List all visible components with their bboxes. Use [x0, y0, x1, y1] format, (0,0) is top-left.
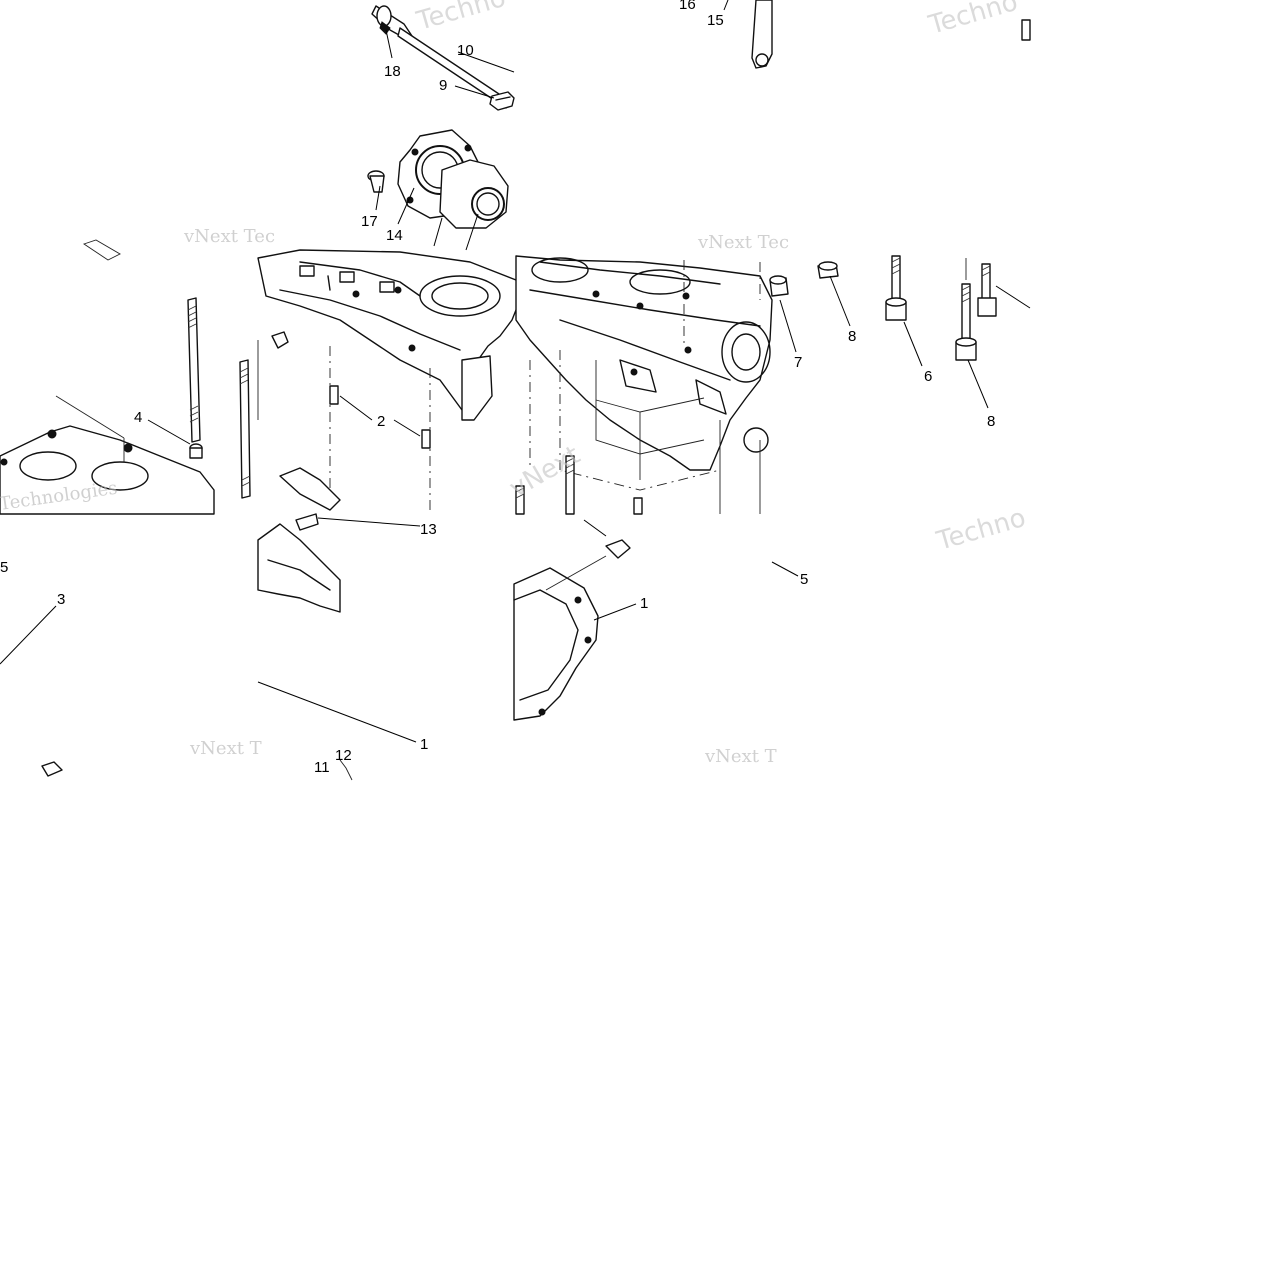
callout-5b: 5	[800, 571, 808, 588]
callout-18: 18	[384, 63, 401, 80]
magneto-housing-1	[513, 555, 607, 721]
watermark-techno-2: Techno	[925, 0, 1021, 41]
bolt-13-left	[271, 331, 289, 349]
callout-8b: 8	[987, 413, 995, 430]
callout-2: 2	[377, 413, 385, 430]
watermark-techno-1: Techno	[413, 0, 509, 37]
upper-crankcase	[257, 249, 521, 421]
callout-6: 6	[924, 368, 932, 385]
callout-1b: 1	[640, 595, 648, 612]
callout-15: 15	[707, 12, 724, 29]
watermark-techno-3: Techno	[933, 503, 1029, 557]
watermark-vnext-2: vNext Tec	[697, 232, 789, 253]
bolt-17	[367, 170, 385, 193]
callout-17: 17	[361, 213, 378, 230]
callout-3: 3	[57, 591, 65, 608]
dowel-pin-2b	[421, 429, 431, 449]
lower-crankcase	[257, 467, 341, 613]
assembly-projection-lines	[257, 260, 761, 514]
small-crankcase-left	[0, 395, 215, 515]
part-fragment-bottom-left	[41, 761, 63, 777]
callout-11: 11	[314, 759, 330, 776]
callout-13: 13	[420, 521, 437, 538]
leader-lines	[0, 0, 1031, 743]
callout-9: 9	[439, 77, 447, 94]
nut-8-top	[817, 261, 839, 279]
part-15-fragment	[751, 0, 773, 69]
watermark-vnext-4: vNext T	[704, 746, 777, 767]
callout-1a: 1	[420, 736, 428, 753]
callout-7: 7	[794, 354, 802, 371]
callout-14: 14	[386, 227, 403, 244]
fitting-18	[371, 5, 509, 109]
callout-numbers: 1 1 2 3 4 5 5 6 7 8 8 9 10 11 12 13 14 1…	[0, 0, 995, 776]
long-stud-left	[187, 297, 203, 459]
callout-8a: 8	[848, 328, 856, 345]
callout-5a: 5	[0, 559, 8, 576]
watermark-vnext-1: vNext Tec	[183, 226, 275, 247]
dowel-pin-2a	[329, 385, 339, 405]
upper-crankcase-right	[515, 255, 773, 471]
stud-right	[965, 258, 997, 317]
studs-center-lower	[515, 455, 643, 515]
watermark-vnext-3: vNext T	[189, 738, 262, 759]
stud-6	[885, 255, 907, 321]
callout-10: 10	[457, 42, 474, 59]
callout-4: 4	[134, 409, 142, 426]
nut-7	[769, 275, 789, 297]
fitting-9	[489, 91, 515, 111]
cover-plate-gasket	[439, 159, 509, 229]
part-11-12-fragment	[339, 759, 353, 781]
long-stud-center	[239, 359, 251, 499]
callout-16: 16	[679, 0, 696, 13]
bolt-13-right	[605, 539, 631, 559]
stud-8	[955, 283, 977, 361]
callout-12: 12	[335, 747, 352, 764]
part-fragment-top-right	[1021, 19, 1031, 41]
